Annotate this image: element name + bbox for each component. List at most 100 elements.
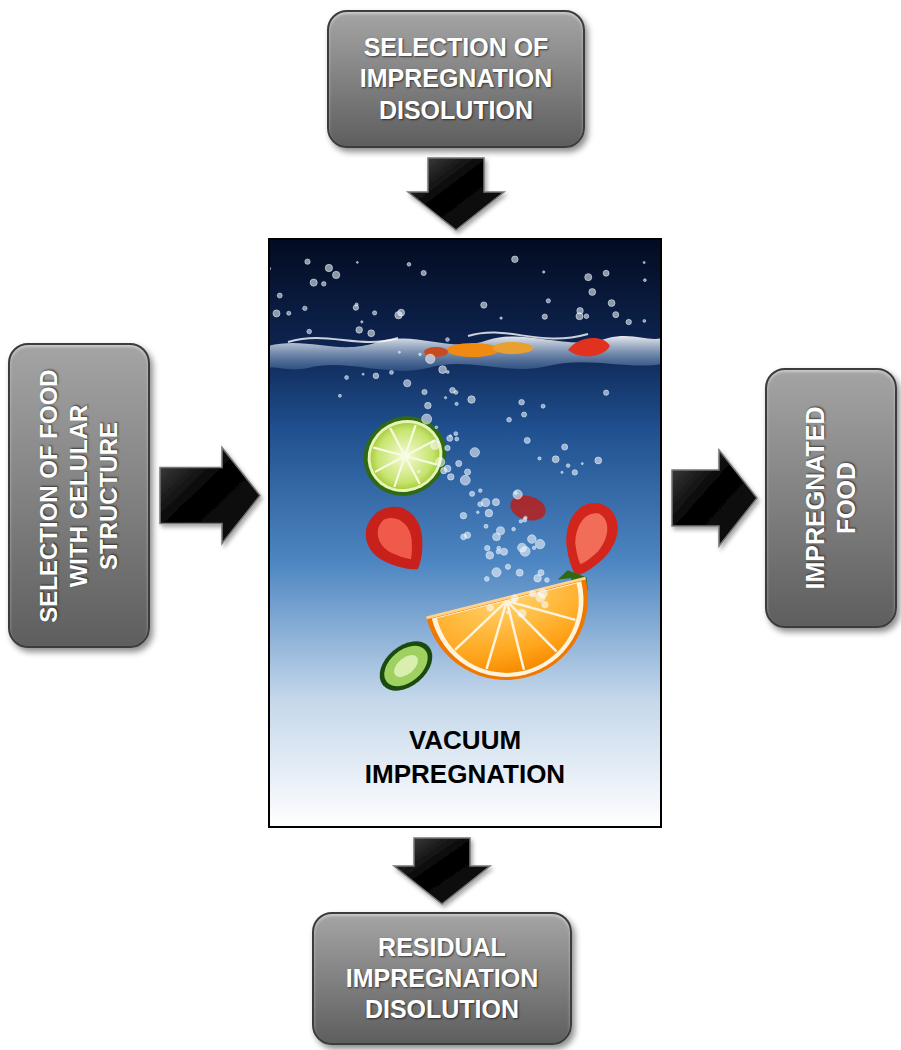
air-bubbles xyxy=(422,414,432,424)
air-bubbles xyxy=(505,564,510,569)
label-group: VACUUM IMPREGNATION xyxy=(345,724,585,792)
air-bubbles xyxy=(566,464,570,468)
strawberry xyxy=(355,496,440,585)
air-bubbles xyxy=(353,305,358,310)
air-bubbles xyxy=(485,545,490,550)
air-bubbles xyxy=(524,437,530,443)
box-label: RESIDUAL IMPREGNATION DISOLUTION xyxy=(328,932,556,1026)
air-bubbles xyxy=(493,533,501,541)
air-bubbles xyxy=(643,279,646,282)
air-bubbles xyxy=(604,390,609,395)
air-bubbles xyxy=(532,546,535,549)
air-bubbles xyxy=(603,270,609,276)
air-bubbles xyxy=(507,417,512,422)
orange-slice xyxy=(426,578,585,618)
air-bubbles xyxy=(485,509,493,517)
strawberry xyxy=(567,509,613,570)
air-bubbles xyxy=(450,387,456,393)
orange-slice xyxy=(426,578,605,697)
lime-slice xyxy=(359,411,451,501)
air-bubbles xyxy=(528,535,537,544)
air-bubbles xyxy=(446,338,450,342)
air-bubbles xyxy=(345,376,349,380)
air-bubbles xyxy=(506,611,509,614)
air-bubbles xyxy=(512,256,518,262)
air-bubbles xyxy=(512,599,516,603)
air-bubbles xyxy=(643,261,645,263)
air-bubbles xyxy=(500,317,502,319)
air-bubbles xyxy=(277,293,282,298)
surface-fruit-pieces xyxy=(493,342,533,354)
air-bubbles xyxy=(425,402,432,409)
air-bubbles xyxy=(390,371,394,375)
air-bubbles xyxy=(422,389,427,394)
air-bubbles xyxy=(356,327,363,334)
cucumber-slice xyxy=(370,631,442,700)
air-bubbles xyxy=(460,512,466,518)
air-bubbles xyxy=(562,444,568,450)
lime-slice xyxy=(360,412,450,500)
air-bubbles xyxy=(455,437,459,441)
process-box: RESIDUAL IMPREGNATION DISOLUTION xyxy=(312,912,572,1045)
air-bubbles xyxy=(552,456,559,463)
air-bubbles xyxy=(338,394,341,397)
air-bubbles xyxy=(303,306,307,310)
air-bubbles xyxy=(589,289,596,296)
air-bubbles xyxy=(535,539,544,548)
air-bubbles xyxy=(492,499,499,506)
block-arrow xyxy=(672,450,757,546)
air-bubbles xyxy=(481,302,487,308)
air-bubbles xyxy=(484,524,488,528)
air-bubbles xyxy=(435,426,438,429)
air-bubbles xyxy=(626,319,631,324)
process-box: SELECTION OF IMPREGNATION DISOLUTION xyxy=(327,10,585,148)
air-bubbles xyxy=(395,312,402,319)
air-bubbles xyxy=(513,490,522,499)
air-bubbles xyxy=(448,474,454,480)
block-arrow xyxy=(160,448,260,544)
lime-slice xyxy=(373,436,405,467)
strawberry xyxy=(355,496,440,585)
cucumber-slice xyxy=(377,638,436,695)
air-bubbles xyxy=(404,380,411,387)
water-surface xyxy=(268,336,662,371)
air-bubbles xyxy=(362,373,364,375)
air-bubbles xyxy=(361,321,363,323)
box-label: SELECTION OF FOOD WITH CELULAR STRUCTURE xyxy=(34,355,124,636)
air-bubbles xyxy=(447,435,453,441)
air-bubbles xyxy=(454,432,458,436)
air-bubbles xyxy=(520,546,530,556)
air-bubbles xyxy=(522,412,527,417)
surface-fruit-pieces xyxy=(424,338,610,357)
air-bubbles xyxy=(561,471,563,473)
air-bubbles xyxy=(430,440,439,449)
air-bubbles xyxy=(468,396,475,403)
air-bubbles xyxy=(511,595,518,602)
air-bubbles xyxy=(497,546,501,550)
label-group: IMPREGNATED FOOD xyxy=(800,380,863,616)
box-label: SELECTION OF IMPREGNATION DISOLUTION xyxy=(343,32,569,126)
air-bubbles xyxy=(643,320,646,323)
air-bubbles xyxy=(487,604,494,611)
air-bubbles xyxy=(545,578,550,583)
block-arrow xyxy=(408,158,504,230)
box-label: VACUUM IMPREGNATION xyxy=(345,724,585,792)
air-bubbles xyxy=(519,520,522,523)
air-bubbles xyxy=(439,366,447,374)
air-bubbles xyxy=(421,270,426,275)
cucumber-slice xyxy=(370,631,442,700)
surface-fruit-pieces xyxy=(447,343,499,357)
cucumber-slice xyxy=(390,651,422,681)
air-bubbles xyxy=(585,274,592,281)
air-bubbles xyxy=(373,311,377,315)
air-bubbles xyxy=(516,569,523,576)
air-bubbles xyxy=(518,609,526,617)
orange-slice xyxy=(447,586,584,685)
air-bubbles xyxy=(305,259,310,264)
air-bubbles xyxy=(268,256,646,617)
air-bubbles xyxy=(534,575,541,582)
air-bubbles xyxy=(465,469,471,475)
lime-slice xyxy=(405,445,437,476)
air-bubbles xyxy=(310,279,317,286)
air-bubbles xyxy=(460,475,470,485)
